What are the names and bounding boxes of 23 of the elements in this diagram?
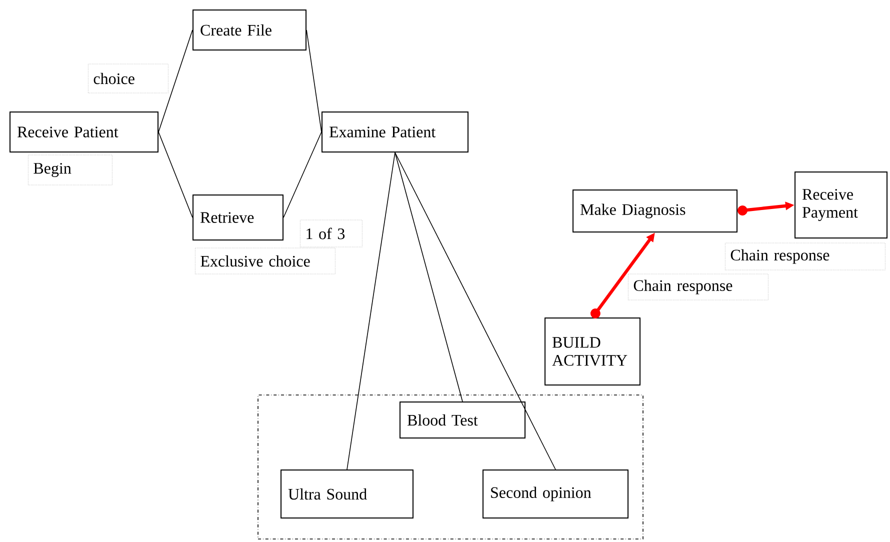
connector [394, 152, 463, 402]
connector [346, 152, 396, 470]
process-box: BUILD ACTIVITY [544, 318, 640, 386]
annotation: 1 of 3 [300, 220, 362, 248]
process-box: Second opinion [482, 470, 628, 518]
process-box: Create File [192, 10, 306, 50]
edge-label: Chain response [725, 242, 886, 270]
connector [283, 132, 322, 218]
connector [394, 152, 556, 470]
connector [158, 132, 193, 218]
process-box: Blood Test [400, 402, 526, 438]
connector [306, 30, 322, 132]
process-box: Receive Patient [10, 112, 158, 152]
edge-label: choice [88, 64, 168, 94]
process-box: Examine Patient [322, 112, 468, 152]
annotation: Begin [28, 154, 112, 186]
connector [158, 30, 193, 132]
process-box: Retrieve [192, 194, 284, 240]
process-box: Ultra Sound [280, 470, 414, 518]
process-box: Receive Payment [794, 172, 888, 238]
edge-label: Chain response [628, 274, 768, 300]
group-frame [258, 394, 644, 540]
process-box: Make Diagnosis [572, 190, 738, 232]
